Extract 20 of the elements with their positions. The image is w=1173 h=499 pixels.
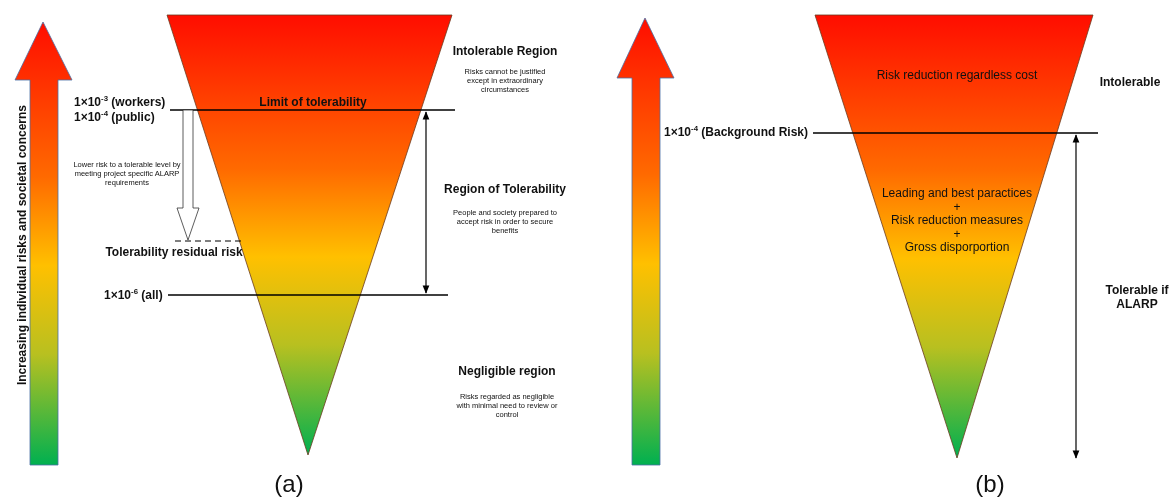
risk-label: 1×10$^{-4}$ (Background Risk) — [664, 125, 809, 139]
risk-label: Tolerability residual risk — [104, 245, 244, 259]
risk-label: 1×10$^{-4}$ (public) — [74, 110, 156, 124]
triangle-text: + — [952, 227, 962, 241]
panel-label: (b) — [974, 470, 1006, 498]
axis-label: Increasing individual risks and societal concerns — [15, 103, 29, 388]
triangle-text: Risk reduction regardless cost — [875, 68, 1039, 82]
risk-label: Tolerable if ALARP — [1104, 283, 1170, 311]
panel-label: (a) — [273, 470, 305, 498]
risk-label: 1×10$^{-6}$ (all) — [104, 288, 164, 302]
triangle-text: Leading and best paractices — [880, 186, 1034, 200]
risk-label: Limit of tolerability — [258, 95, 368, 109]
risk-label: 1×10$^{-3}$ (workers) — [74, 95, 167, 109]
triangle-text: + — [952, 200, 962, 214]
triangle-text: Risk reduction measures — [889, 213, 1025, 227]
risk-label: Region of Tolerability — [443, 182, 567, 196]
triangle-text: Gross disporportion — [903, 240, 1011, 254]
risk-label: Intolerable Region — [451, 44, 559, 58]
risk-label: Intolerable — [1098, 75, 1162, 89]
risk-label: Negligible region — [457, 364, 557, 378]
